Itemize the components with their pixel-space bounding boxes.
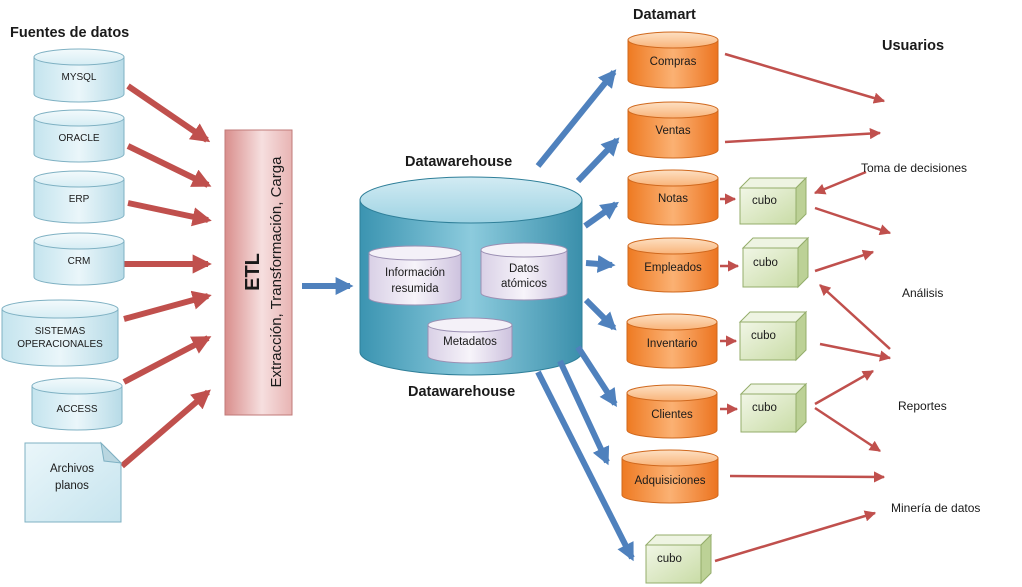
source-erp-label: ERP xyxy=(69,194,90,205)
datawarehouse-title-bottom: Datawarehouse xyxy=(408,384,515,400)
cube-notas-label: cubo xyxy=(752,195,777,207)
warehouse-resumida-label-1: Información xyxy=(385,267,445,279)
source-archivos-label-1: Archivos xyxy=(50,463,94,475)
etl-subtitle: Extracción, Transformación, Carga xyxy=(268,156,285,388)
arrow-reportes-cubo xyxy=(819,284,891,350)
warehouse-atomicos-label-1: Datos xyxy=(509,263,539,275)
source-sistemas-operacionales: SISTEMAS OPERACIONALES xyxy=(1,299,119,367)
datamart-adquisiciones-label: Adquisiciones xyxy=(635,475,706,487)
source-arrows xyxy=(120,83,212,469)
users-title: Usuarios xyxy=(882,38,944,54)
source-archivos-label-2: planos xyxy=(55,480,89,492)
datamart-notas-label: Notas xyxy=(658,193,688,205)
user-toma-decisiones: Toma de decisiones xyxy=(861,161,967,175)
cube-empleados: cubo xyxy=(741,236,810,289)
cube-inventario: cubo xyxy=(738,310,808,362)
datamart-compras: Compras xyxy=(627,31,719,89)
arrow-archivos-etl xyxy=(120,389,211,469)
arrow-access-etl xyxy=(122,335,212,385)
arrow-oracle-etl xyxy=(126,143,212,188)
source-oracle: ORACLE xyxy=(33,109,125,163)
warehouse-resumida: Información resumida xyxy=(368,245,462,306)
sources-title: Fuentes de datos xyxy=(10,25,129,41)
source-sistemas-label-2: OPERACIONALES xyxy=(17,339,103,350)
cube-empleados-label: cubo xyxy=(753,257,778,269)
warehouse-arrows xyxy=(535,69,635,562)
source-access-label: ACCESS xyxy=(56,404,97,415)
arrow-adquisiciones-mineria xyxy=(729,471,886,483)
cube-direct: cubo xyxy=(644,533,713,585)
cube-arrows xyxy=(720,193,740,415)
arrow-dw-compras xyxy=(535,69,617,168)
arrow-decisiones-cubo xyxy=(813,170,867,195)
datamart-compras-label: Compras xyxy=(650,56,697,68)
warehouse-metadatos-label: Metadatos xyxy=(443,336,497,348)
datamart-empleados: Empleados xyxy=(627,237,719,293)
warehouse-metadatos: Metadatos xyxy=(427,317,513,364)
user-analisis: Análisis xyxy=(902,286,943,300)
arrow-dw-notas xyxy=(583,201,619,229)
source-mysql-label: MYSQL xyxy=(61,72,96,83)
cube-inventario-label: cubo xyxy=(751,330,776,342)
source-sistemas-label-1: SISTEMAS xyxy=(35,326,86,337)
warehouse-atomicos: Datos atómicos xyxy=(480,242,568,301)
source-access: ACCESS xyxy=(31,377,123,431)
datamart-ventas: Ventas xyxy=(627,101,719,159)
datamart-notas: Notas xyxy=(627,169,719,226)
arrow-compras-decisiones xyxy=(724,52,886,104)
arrow-cubo-mineria-2 xyxy=(714,510,877,563)
arrow-dw-clientes xyxy=(575,345,618,408)
arrow-ventas-decisiones xyxy=(724,127,882,144)
datamart-clientes: Clientes xyxy=(626,384,718,439)
source-crm: CRM xyxy=(33,232,125,286)
datamart-empleados-label: Empleados xyxy=(644,262,702,274)
arrow-cubo-analisis xyxy=(814,206,892,236)
datamart-clientes-label: Clientes xyxy=(651,409,693,421)
source-mysql: MYSQL xyxy=(33,48,125,103)
source-crm-label: CRM xyxy=(68,256,91,267)
cube-notas: cubo xyxy=(738,176,808,226)
user-reportes: Reportes xyxy=(898,399,947,413)
cube-clientes-label: cubo xyxy=(752,402,777,414)
arrow-sistemas-etl xyxy=(123,290,212,322)
datawarehouse-title-top: Datawarehouse xyxy=(405,154,512,170)
user-arrows xyxy=(714,52,892,563)
source-erp: ERP xyxy=(33,170,125,224)
datamart-ventas-label: Ventas xyxy=(655,125,690,137)
etl-box: ETL Extracción, Transformación, Carga xyxy=(224,129,293,416)
arrow-erp-etl xyxy=(127,200,212,227)
arrow-cubo-analisis-2 xyxy=(814,249,875,273)
datamart-adquisiciones: Adquisiciones xyxy=(621,449,719,504)
arrow-cubo-reportes-2 xyxy=(814,369,874,406)
cube-direct-label: cubo xyxy=(657,553,682,565)
datamart-title: Datamart xyxy=(633,7,696,23)
source-archivos-planos: Archivos planos xyxy=(24,441,123,523)
etl-title: ETL xyxy=(242,253,264,291)
source-oracle-label: ORACLE xyxy=(58,133,99,144)
warehouse-atomicos-label-2: atómicos xyxy=(501,278,547,290)
arrow-dw-adquisiciones xyxy=(557,359,610,466)
arrow-dw-ventas xyxy=(575,137,620,184)
arrow-dw-inventario xyxy=(583,297,617,331)
arrow-cubo-mineria xyxy=(814,406,881,453)
user-mineria: Minería de datos xyxy=(891,501,980,515)
arrow-dw-cubo xyxy=(535,370,635,562)
warehouse-resumida-label-2: resumida xyxy=(391,283,439,295)
arrow-cubo-reportes xyxy=(819,342,892,362)
cube-clientes: cubo xyxy=(739,382,808,434)
datamart-inventario: Inventario xyxy=(626,313,718,369)
arrow-mysql-etl xyxy=(126,83,211,143)
arrow-dw-empleados xyxy=(585,254,616,273)
datamart-inventario-label: Inventario xyxy=(647,338,698,350)
